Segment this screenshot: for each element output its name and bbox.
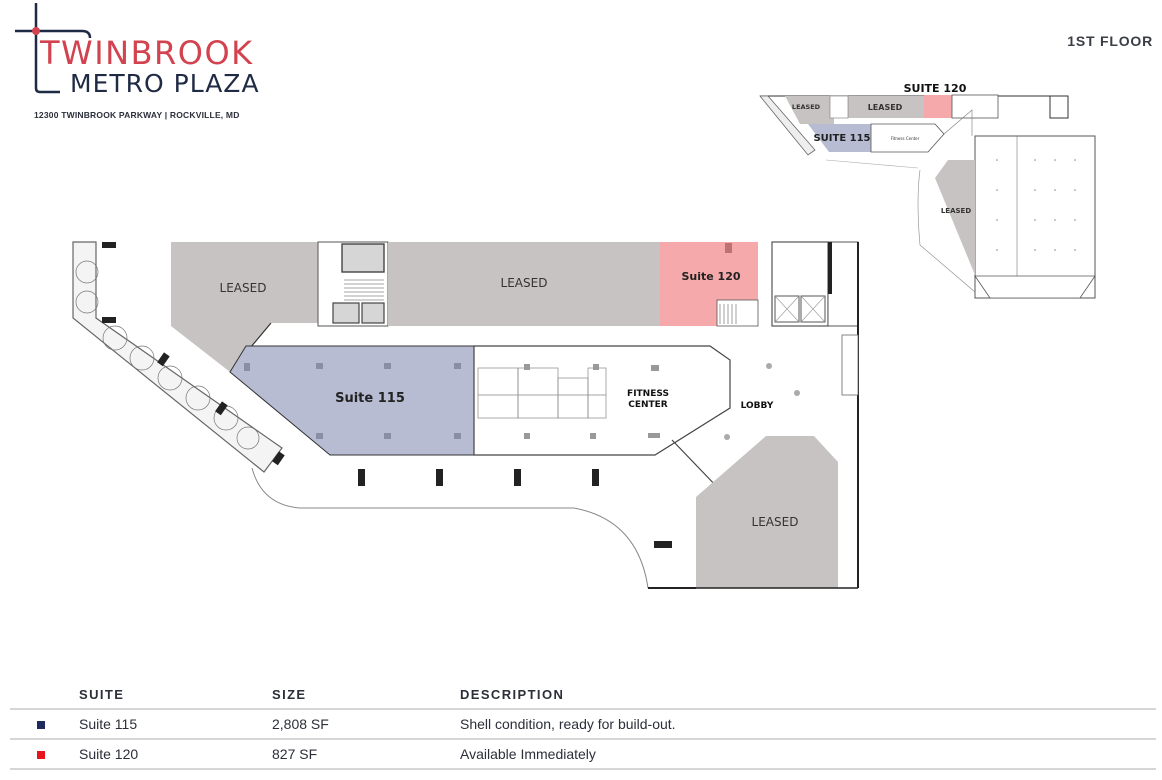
suite-table: SUITE SIZE DESCRIPTION Suite 115 2,808 S… [10, 684, 1156, 770]
key-suite-120: SUITE 120 [904, 82, 967, 95]
table-row: Suite 115 2,808 SF Shell condition, read… [10, 710, 1156, 740]
suite-115-label: Suite 115 [335, 391, 405, 406]
key-suite-115: SUITE 115 [813, 133, 870, 144]
leased-north-label: LEASED [501, 276, 548, 290]
header-suite: SUITE [79, 687, 125, 702]
table-header: SUITE SIZE DESCRIPTION [10, 684, 1156, 710]
key-leased-1: LEASED [792, 103, 821, 111]
header-description: DESCRIPTION [460, 687, 565, 702]
row-suite: Suite 115 [79, 716, 138, 732]
floor-label: 1ST FLOOR [1067, 33, 1153, 49]
suite-120-label: Suite 120 [681, 270, 740, 283]
key-leased-2: LEASED [868, 103, 903, 112]
row-description: Shell condition, ready for build-out. [460, 716, 676, 732]
header-size: SIZE [272, 687, 307, 702]
address: 12300 TWINBROOK PARKWAY | ROCKVILLE, MD [34, 110, 240, 120]
row-size: 2,808 SF [272, 716, 329, 732]
suite-115-swatch-icon [37, 721, 45, 729]
fitness-label-1: FITNESS [627, 389, 669, 399]
main-plan: LEASED LEASED Suite 120 Suite 115 FITNES… [72, 241, 859, 589]
logo [12, 0, 272, 125]
logo-title: TWINBROOK [40, 34, 254, 72]
row-description: Available Immediately [460, 746, 596, 762]
leased-south-label: LEASED [752, 515, 799, 529]
key-plan: LEASED LEASED SUITE 120 SUITE 115 Fitnes… [759, 82, 1096, 299]
floor-plan: LEASED LEASED SUITE 120 SUITE 115 Fitnes… [72, 82, 1096, 589]
key-leased-3: LEASED [941, 207, 971, 215]
logo-subtitle: METRO PLAZA [70, 69, 260, 98]
fitness-label-2: CENTER [628, 400, 668, 410]
row-size: 827 SF [272, 746, 318, 762]
lobby-label: LOBBY [741, 401, 774, 411]
logo-crosshair-icon [15, 3, 92, 94]
key-fitness: Fitness Center [891, 136, 920, 141]
suite-120-swatch-icon [37, 751, 45, 759]
row-suite: Suite 120 [79, 746, 139, 762]
leased-west-label: LEASED [220, 281, 267, 295]
table-row: Suite 120 827 SF Available Immediately [10, 740, 1156, 770]
